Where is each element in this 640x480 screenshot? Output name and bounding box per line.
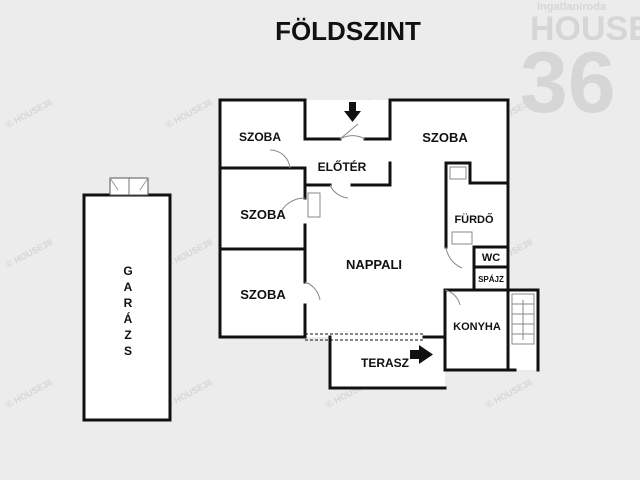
garage-label-letter: S [124,344,132,358]
watermark-tile: © HOUSE36 [164,377,214,410]
house-walls [218,98,540,390]
room-label-szoba-bottom-left: SZOBA [240,287,286,302]
room-label-szoba-mid-left: SZOBA [240,207,286,222]
garage-label-letter: A [124,280,133,294]
door-swing [445,246,463,269]
watermark-brand-number: 36 [520,35,616,131]
room-label-szoba-top-right: SZOBA [422,130,468,145]
watermark-tile: © HOUSE36 [164,97,214,130]
watermark-tile: © HOUSE36 [164,237,214,270]
garage-label-letter: R [124,296,133,310]
arrow-down-icon [344,102,361,122]
door-swing [444,289,461,306]
room-labels: SZOBA SZOBA SZOBA SZOBA ELŐTÉR NAPPALI F… [239,130,504,370]
room-label-wc: WC [482,252,500,264]
room-label-spajz: SPÁJZ [478,275,504,284]
arrow-right-icon [410,345,433,364]
watermark-logo: ingatlaniroda HOUSE 36 [520,1,640,131]
door-swing [304,281,321,301]
watermark-brand-text: HOUSE [530,10,640,48]
room-label-eloter: ELŐTÉR [318,159,367,174]
room-label-konyha: KONYHA [453,321,501,333]
bathtub [451,231,473,245]
garage: G A R Á Z S [82,177,172,422]
page-title: FÖLDSZINT [275,16,421,46]
stairs [511,293,535,345]
garage-label-letter: Á [124,311,133,326]
doors [269,123,535,345]
garage-label: G A R Á Z S [123,264,132,358]
garage-label-letter: Z [124,328,131,342]
room-label-szoba-top-left: SZOBA [239,130,281,144]
sink [449,166,467,180]
room-label-furdo: FÜRDŐ [454,213,494,226]
room-label-nappali: NAPPALI [346,257,402,272]
wardrobe [307,192,321,218]
room-label-terasz: TERASZ [361,356,409,370]
door-swing [281,197,306,211]
door-swing [269,149,291,169]
watermark-tile: © HOUSE36 [4,377,54,410]
garage-label-letter: G [123,264,132,278]
watermark-tile: © HOUSE36 [4,97,54,130]
watermark-small-text: ingatlaniroda [537,1,607,13]
watermark-tile: © HOUSE36 [484,377,534,410]
door-swing [329,184,349,199]
watermark-tile: © HOUSE36 [4,237,54,270]
